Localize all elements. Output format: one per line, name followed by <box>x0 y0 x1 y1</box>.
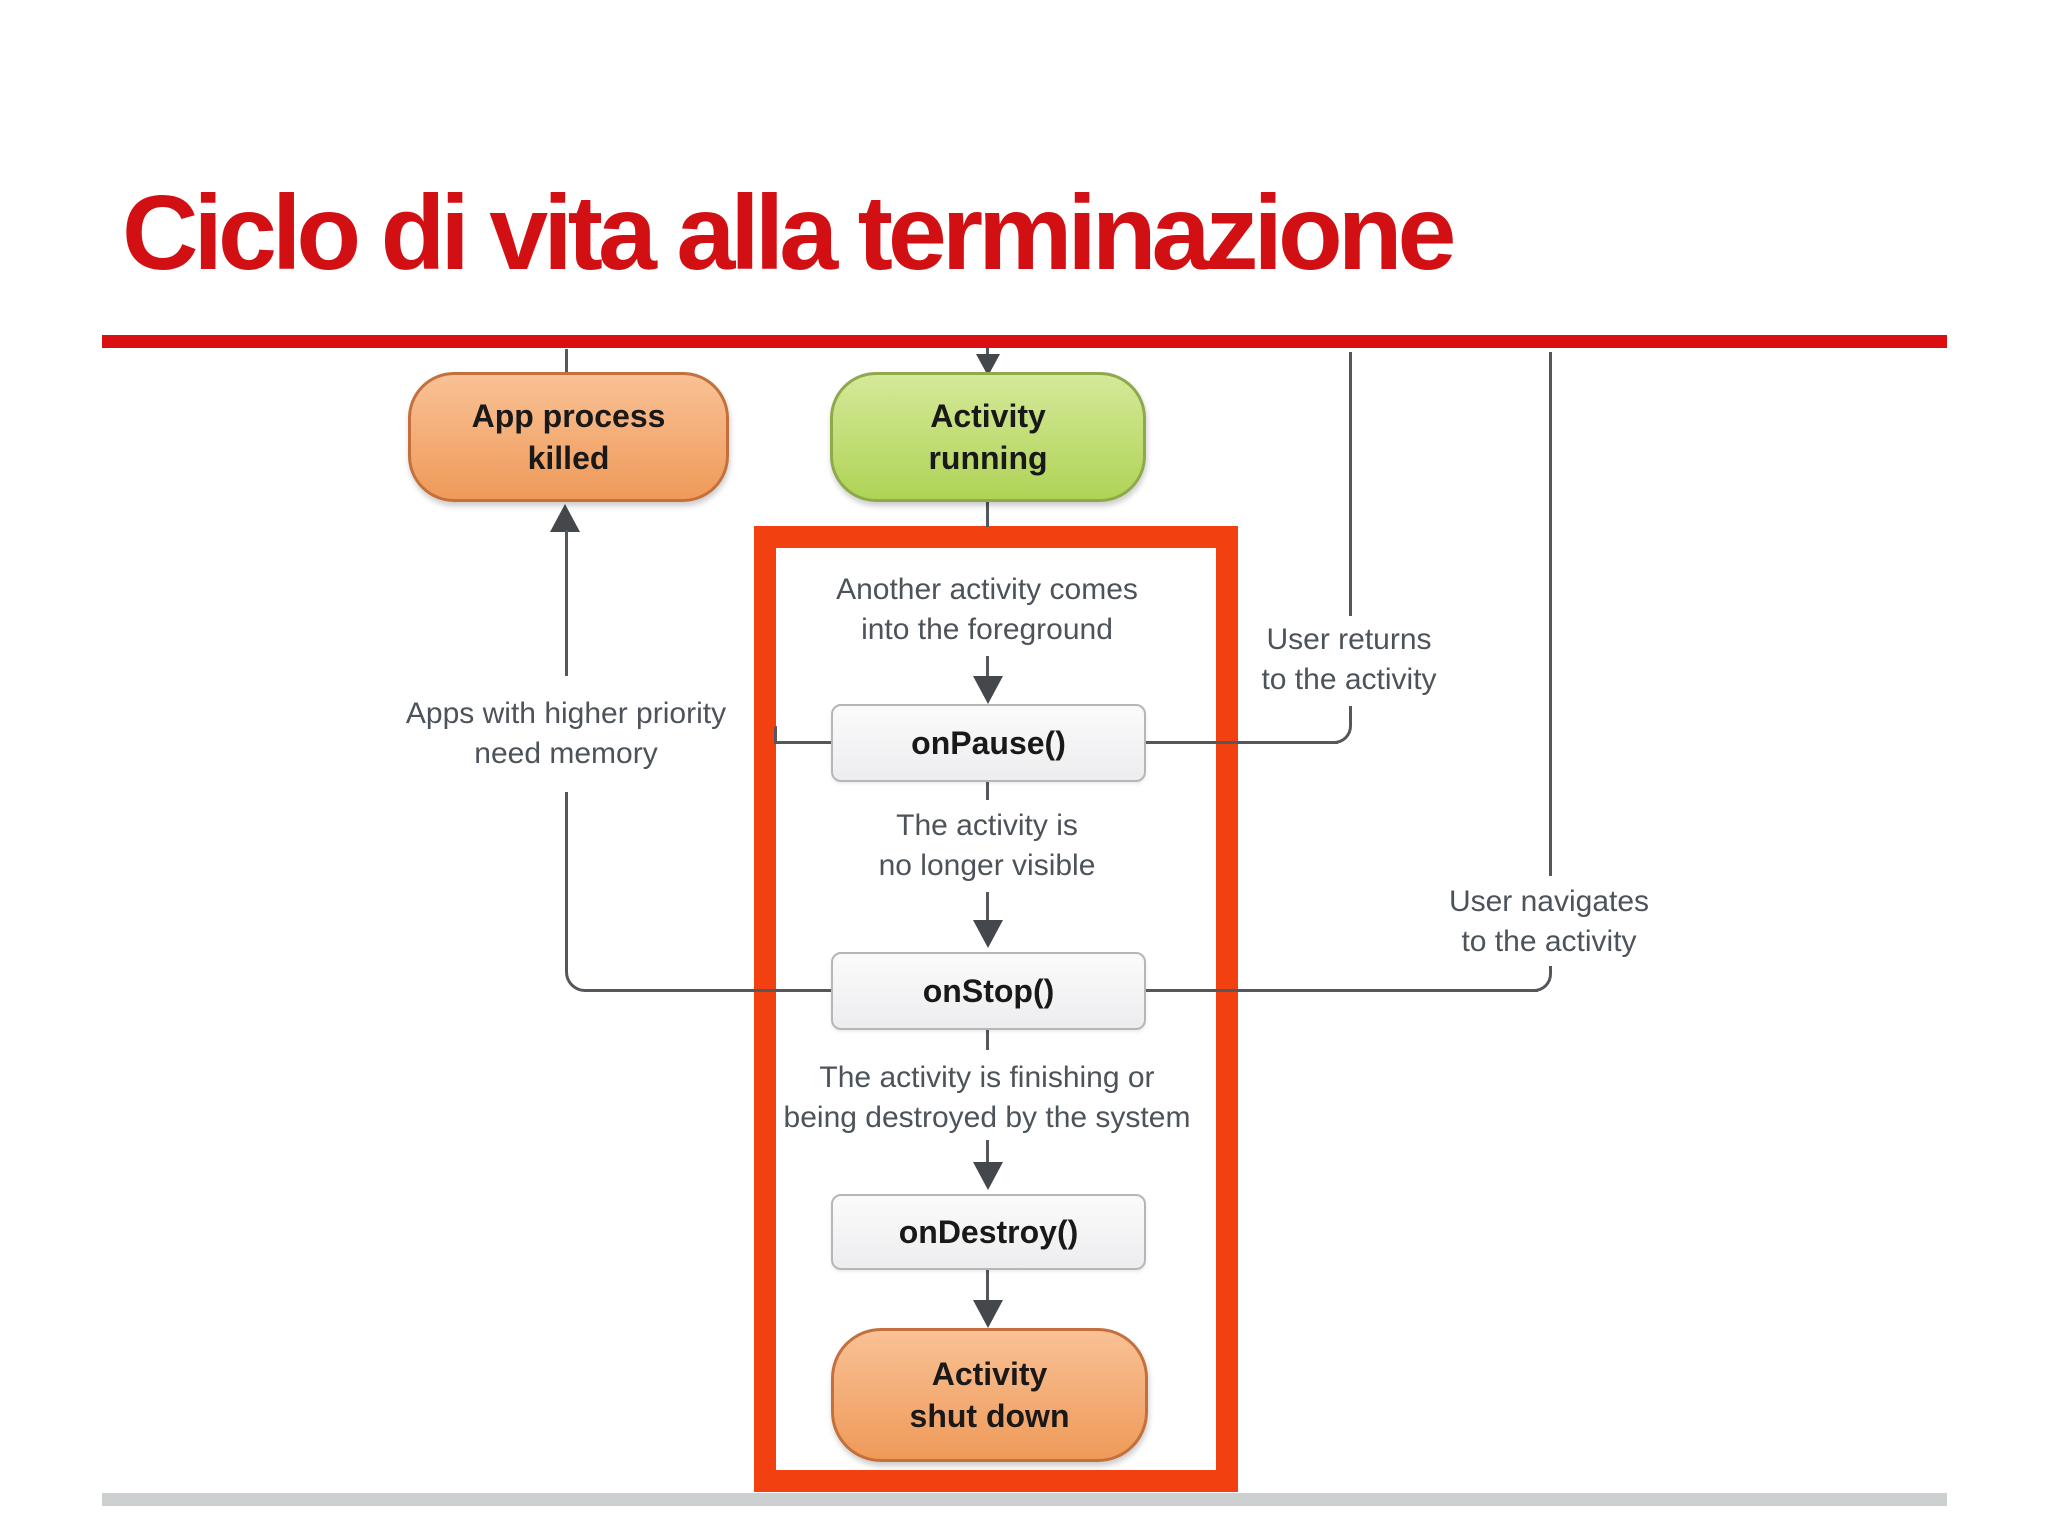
corner-user-returns <box>1334 706 1352 744</box>
annotation-apps-priority: Apps with higher priority need memory <box>316 694 816 774</box>
line-running-to-rect <box>986 502 989 527</box>
title-underline <box>102 335 1947 348</box>
line-into-activity-running <box>986 348 989 356</box>
line-onstop-right <box>1146 989 1538 992</box>
annotation-finishing-line1: The activity is finishing or <box>819 1061 1155 1094</box>
corner-left-path <box>565 962 587 992</box>
node-on-stop-label: onStop() <box>922 972 1055 1009</box>
annotation-another-activity-line2: into the foreground <box>861 613 1113 646</box>
line-into-app-killed-top <box>565 349 568 372</box>
footer-bar <box>102 1493 1947 1506</box>
line-app-killed-upper <box>565 530 568 676</box>
annotation-user-returns-line1: User returns <box>1266 623 1432 656</box>
node-activity-running-line2: running <box>928 440 1048 476</box>
annotation-finishing: The activity is finishing or being destr… <box>737 1058 1237 1138</box>
node-activity-shut-down-line1: Activity <box>931 1356 1048 1392</box>
line-onstop-down <box>986 1030 989 1050</box>
node-app-process-killed: App process killed <box>408 372 729 502</box>
node-activity-running: Activity running <box>830 372 1146 502</box>
annotation-no-longer-visible-line1: The activity is <box>896 809 1078 842</box>
annotation-user-navigates-line1: User navigates <box>1448 885 1650 918</box>
node-on-pause-label: onPause() <box>911 724 1066 761</box>
annotation-apps-priority-line2: need memory <box>474 737 658 770</box>
line-onstop-left <box>585 989 832 992</box>
line-to-ondestroy <box>986 1140 989 1162</box>
node-on-destroy: onDestroy() <box>831 1194 1146 1270</box>
arrowhead-into-activity-running <box>976 354 1000 376</box>
highlight-rect <box>754 526 1238 1492</box>
line-onpause-down <box>986 782 989 800</box>
node-on-destroy-label: onDestroy() <box>898 1213 1079 1250</box>
line-onpause-left-stub <box>774 741 832 744</box>
node-on-pause: onPause() <box>831 704 1146 782</box>
line-app-killed-lower <box>565 792 568 964</box>
annotation-another-activity: Another activity comes into the foregrou… <box>737 570 1237 650</box>
node-activity-shut-down-line2: shut down <box>909 1398 1070 1434</box>
annotation-another-activity-line1: Another activity comes <box>836 573 1138 606</box>
annotation-user-returns-line2: to the activity <box>1261 663 1437 696</box>
annotation-no-longer-visible: The activity is no longer visible <box>737 806 1237 886</box>
arrowhead-ondestroy <box>973 1162 1003 1190</box>
line-user-navigates-vertical <box>1549 352 1552 876</box>
node-activity-running-line1: Activity <box>930 398 1046 434</box>
annotation-finishing-line2: being destroyed by the system <box>783 1101 1191 1134</box>
arrowhead-onstop <box>973 920 1003 948</box>
line-onpause-right <box>1146 741 1338 744</box>
annotation-user-navigates-line2: to the activity <box>1461 925 1637 958</box>
arrowhead-shutdown <box>973 1300 1003 1328</box>
line-ondestroy-to-shutdown <box>986 1270 989 1302</box>
line-to-onstop <box>986 892 989 920</box>
annotation-user-navigates: User navigates to the activity <box>1399 882 1699 962</box>
node-on-stop: onStop() <box>831 952 1146 1030</box>
line-another-to-onpause <box>986 656 989 678</box>
node-app-process-killed-line2: killed <box>527 440 610 476</box>
corner-user-navigates <box>1534 966 1552 992</box>
node-activity-shut-down: Activity shut down <box>831 1328 1148 1462</box>
annotation-user-returns: User returns to the activity <box>1199 620 1499 700</box>
arrowhead-app-killed <box>550 504 580 532</box>
arrowhead-onpause <box>973 676 1003 704</box>
page-title: Ciclo di vita alla terminazione <box>122 174 1456 292</box>
node-app-process-killed-line1: App process <box>471 398 666 434</box>
line-user-returns-vertical <box>1349 352 1352 616</box>
line-onpause-left-hook <box>774 726 777 744</box>
annotation-apps-priority-line1: Apps with higher priority <box>405 697 727 730</box>
annotation-no-longer-visible-line2: no longer visible <box>878 849 1096 882</box>
